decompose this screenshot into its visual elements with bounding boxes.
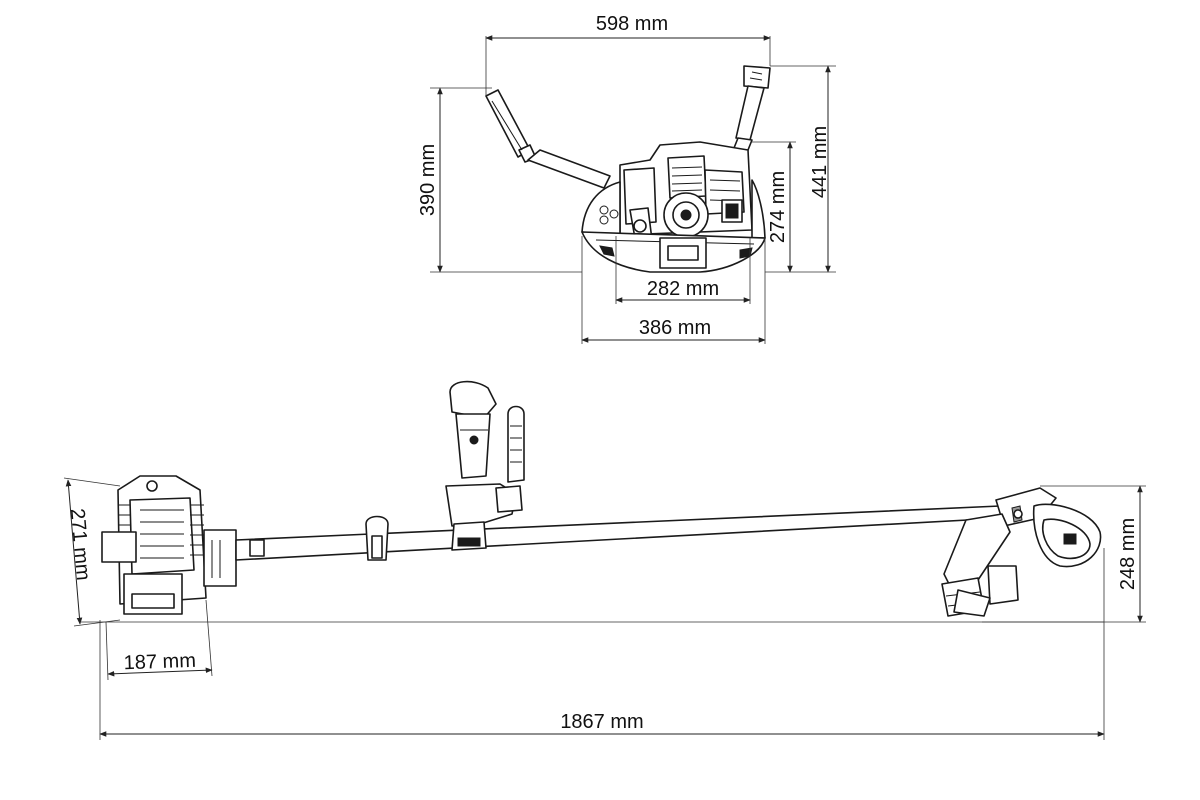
label-271: 271 mm — [66, 508, 94, 582]
dim-274: 274 mm — [752, 141, 796, 273]
dim-598: 598 mm — [485, 13, 771, 96]
front-engine — [619, 141, 753, 245]
dim-1867: 1867 mm — [80, 548, 1105, 740]
dim-386: 386 mm — [581, 236, 766, 344]
label-386: 386 mm — [639, 317, 711, 339]
dim-441: 441 mm — [765, 65, 836, 273]
side-view: 271 mm 187 mm 248 mm 1867 mm — [63, 380, 1146, 740]
front-guard — [581, 179, 766, 273]
label-248: 248 mm — [1117, 518, 1139, 590]
right-handle — [729, 65, 771, 161]
side-shaft — [235, 505, 1005, 561]
label-598: 598 mm — [596, 13, 668, 35]
dim-187: 187 mm — [105, 599, 213, 681]
dim-282: 282 mm — [615, 236, 751, 304]
side-handle — [445, 380, 525, 551]
side-cutting-head — [941, 487, 1102, 617]
label-274: 274 mm — [767, 171, 789, 243]
label-441: 441 mm — [809, 126, 831, 198]
side-engine — [101, 475, 237, 615]
label-187: 187 mm — [123, 650, 196, 675]
label-1867: 1867 mm — [560, 711, 643, 733]
label-282: 282 mm — [647, 278, 719, 300]
front-view: 598 mm 390 mm 441 mm 274 mm 282 mm — [417, 13, 836, 344]
label-390: 390 mm — [417, 144, 439, 216]
left-handle — [485, 89, 611, 189]
dim-390: 390 mm — [417, 87, 582, 273]
